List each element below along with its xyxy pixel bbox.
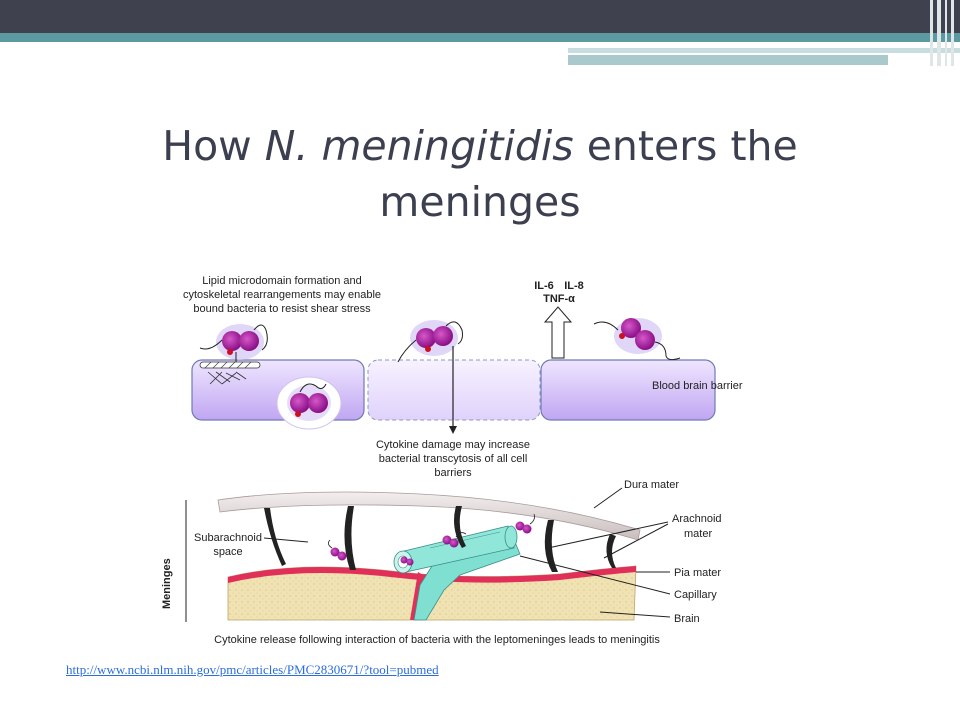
arachnoid-trabeculae bbox=[264, 506, 616, 572]
svg-text:IL-6: IL-6 bbox=[534, 280, 554, 292]
intracellular-vacuole bbox=[276, 376, 342, 430]
svg-text:Lipid microdomain formation an: Lipid microdomain formation and bbox=[202, 275, 362, 287]
bbb-label: Blood brain barrier bbox=[652, 380, 743, 392]
meninges-label: Meninges bbox=[161, 558, 173, 609]
header-stripe bbox=[937, 0, 941, 66]
header-stripe bbox=[945, 0, 947, 66]
dura-label: Dura mater bbox=[593, 479, 679, 509]
bacterium-subarachnoid bbox=[328, 513, 535, 566]
svg-text:TNF-α: TNF-α bbox=[543, 293, 575, 305]
lipid-raft bbox=[199, 361, 261, 385]
capillary-label: Capillary bbox=[519, 555, 717, 601]
svg-text:cytoskeletal rearrangements ma: cytoskeletal rearrangements may enable bbox=[183, 289, 381, 301]
svg-text:space: space bbox=[213, 546, 242, 558]
diagram-caption: Cytokine release following interaction o… bbox=[214, 634, 660, 646]
svg-text:Subarachnoid: Subarachnoid bbox=[194, 532, 262, 544]
species-name: N. meningitidis bbox=[264, 122, 574, 170]
cytokine-labels: IL-6 IL-8 TNF-α bbox=[534, 280, 584, 305]
svg-text:barriers: barriers bbox=[434, 467, 472, 479]
header-band-gap bbox=[568, 53, 888, 55]
endothelial-cell-right bbox=[540, 359, 716, 421]
arachnoid-label: Arachnoid mater bbox=[547, 513, 722, 559]
bacterium-bound-right bbox=[593, 318, 681, 361]
header-stripe bbox=[930, 0, 933, 66]
endothelial-cell-gap bbox=[367, 359, 541, 421]
slide-title: How N. meningitidis enters the meninges bbox=[162, 122, 798, 226]
bacterium-bound-left bbox=[199, 324, 268, 362]
cytokine-damage-note: Cytokine damage may increase bacterial t… bbox=[376, 439, 530, 479]
cytokine-release-arrow bbox=[543, 306, 573, 359]
svg-text:Arachnoid: Arachnoid bbox=[672, 513, 722, 525]
header-stripe bbox=[951, 0, 954, 66]
source-link[interactable]: http://www.ncbi.nlm.nih.gov/pmc/articles… bbox=[66, 662, 439, 677]
transcytosis-arrow bbox=[449, 346, 457, 434]
svg-text:IL-8: IL-8 bbox=[564, 280, 584, 292]
svg-text:Dura mater: Dura mater bbox=[624, 479, 679, 491]
svg-text:mater: mater bbox=[684, 528, 712, 540]
header-band-dark bbox=[0, 0, 960, 33]
svg-text:Capillary: Capillary bbox=[674, 589, 717, 601]
svg-text:Brain: Brain bbox=[674, 613, 700, 625]
header-band-light bbox=[568, 48, 960, 53]
capillary-vessel-tube bbox=[413, 539, 521, 621]
header-band-teal bbox=[0, 33, 960, 42]
pia-mater-layer bbox=[228, 566, 636, 583]
svg-text:bound bacteria to resist shear: bound bacteria to resist shear stress bbox=[193, 303, 371, 315]
brain-label: Brain bbox=[599, 611, 700, 625]
bacterium-middle bbox=[397, 320, 463, 363]
pia-label: Pia mater bbox=[636, 567, 721, 579]
capillary-vessel bbox=[393, 525, 518, 574]
header-band-light-lower bbox=[568, 55, 888, 65]
subarachnoid-label: Subarachnoid space bbox=[194, 532, 309, 558]
dura-mater-layer bbox=[217, 491, 641, 541]
svg-text:Pia mater: Pia mater bbox=[674, 567, 721, 579]
svg-text:Cytokine damage may increase: Cytokine damage may increase bbox=[376, 439, 530, 451]
lipid-microdomain-note: Lipid microdomain formation and cytoskel… bbox=[183, 275, 381, 315]
svg-text:bacterial transcytosis of all: bacterial transcytosis of all cell bbox=[379, 453, 528, 465]
